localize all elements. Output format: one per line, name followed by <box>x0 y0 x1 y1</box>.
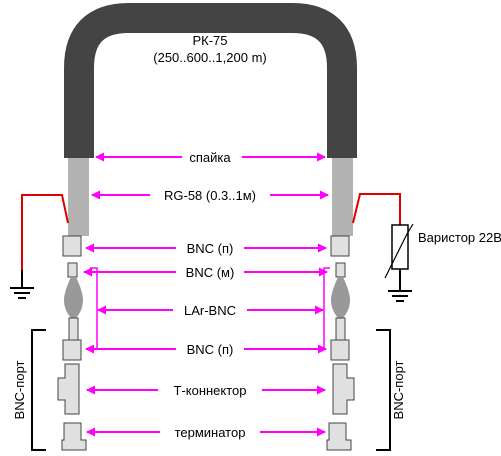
red-wire-left <box>21 194 69 270</box>
bracket-left <box>90 267 98 348</box>
bnc-port-bracket-left <box>31 329 46 451</box>
bracket-right <box>323 267 330 348</box>
label-lar-bnc: LAr-BNC <box>184 303 236 318</box>
label-bnc-m: BNC (м) <box>186 265 235 280</box>
rk75-cable <box>64 2 357 158</box>
bnc-p-lower-right <box>330 339 350 361</box>
varistor-label: Варистор 22В <box>418 230 501 245</box>
cable-title: РК-75 <box>192 33 227 48</box>
varistor-symbol <box>384 223 414 290</box>
label-terminator: терминатор <box>175 425 246 440</box>
bnc-p-lower-left <box>62 339 82 361</box>
terminator-left <box>61 422 87 451</box>
bnc-p-left <box>62 235 82 257</box>
t-connector-right <box>332 363 355 415</box>
bnc-m-right <box>335 262 346 278</box>
bnc-port-bracket-right <box>376 329 391 451</box>
label-solder: спайка <box>189 150 231 165</box>
red-wire-right <box>352 193 401 225</box>
bnc-port-label-left: BNC-порт <box>12 360 27 419</box>
bnc-p-right <box>330 235 350 257</box>
label-bnc-p-top: BNC (п) <box>187 241 234 256</box>
bnc-port-label-right: BNC-порт <box>391 360 406 419</box>
ground-symbol-right <box>388 290 412 302</box>
bnc-m-left <box>67 262 78 278</box>
terminator-right <box>326 422 352 451</box>
ground-symbol-left <box>10 287 34 299</box>
label-bnc-p-bottom: BNC (п) <box>187 342 234 357</box>
label-t-connector: Т-коннектор <box>173 383 246 398</box>
label-rg58: RG-58 (0.3..1м) <box>164 188 256 203</box>
lar-bnc-right <box>331 277 350 318</box>
connector-stack-right <box>326 235 355 451</box>
rg58-right <box>332 158 353 236</box>
rg58-left <box>68 158 89 236</box>
connector-stack-left <box>57 235 87 451</box>
lar-bnc-left <box>64 277 83 318</box>
cable-length: (250..600..1,200 m) <box>153 50 266 65</box>
t-connector-left <box>57 363 80 415</box>
